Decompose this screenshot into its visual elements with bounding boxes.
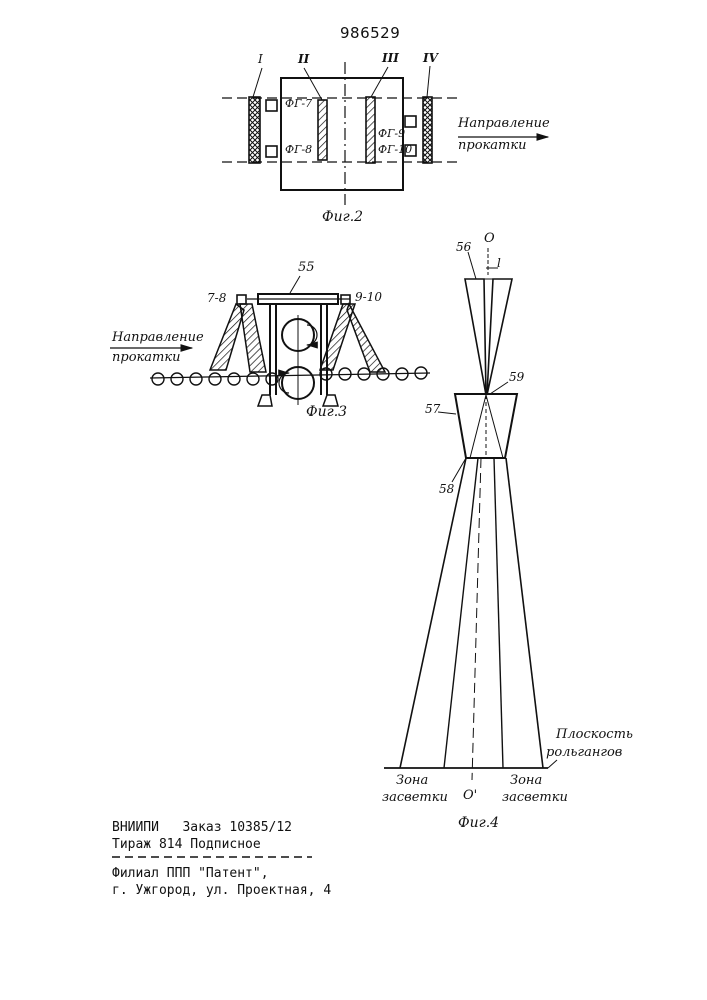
roll-IV: [423, 97, 432, 163]
fig2-detector-label: ФГ-8: [285, 143, 312, 156]
fig3-direction-label-line2: прокатки: [112, 350, 181, 365]
fig3-label-55: 55: [298, 260, 315, 275]
fig2-roll-label-I: I: [258, 52, 263, 66]
fig3-label-9-10: 9-10: [355, 290, 382, 304]
fig4-zone-left-line2: засветки: [382, 790, 448, 805]
fig4-caption: Фиг.4: [458, 815, 499, 831]
roll-II: [318, 100, 327, 160]
fig4-label-58: 58: [439, 482, 454, 496]
fig2-detector-label: ФГ-9: [378, 127, 405, 140]
footer-line-3: Филиал ППП "Патент",: [112, 866, 269, 881]
fig4-label-O: O: [484, 231, 495, 246]
fig3-caption: Фиг.3: [306, 404, 347, 420]
detector-square: [405, 116, 416, 127]
fig4-label-l: l: [497, 256, 501, 270]
footer-line-2: Тираж 814 Подписное: [112, 837, 261, 852]
detector-square: [266, 146, 277, 157]
fig4-label-O-prime: O': [463, 788, 477, 803]
fig3-direction-label-line1: Направление: [112, 330, 204, 345]
fig4-zone-left-line1: Зона: [396, 773, 428, 788]
fig2-roll-label-II: II: [298, 52, 309, 66]
fig2-caption: Фиг.2: [322, 209, 363, 225]
fig4-plane-label-line1: Плоскость: [556, 727, 633, 742]
fig4-label-57: 57: [425, 402, 440, 416]
fig4-label-59: 59: [509, 370, 524, 384]
fig4-zone-right-line1: Зона: [510, 773, 542, 788]
fig2-detector-label: ФГ-10: [378, 143, 412, 156]
fig2-roll-label-III: III: [382, 51, 399, 65]
fig4-zone-right-line2: засветки: [502, 790, 568, 805]
footer-line-4: г. Ужгород, ул. Проектная, 4: [112, 883, 331, 898]
sensor-square-left: [237, 295, 246, 304]
fig4-drawing: [384, 248, 557, 780]
fig2-roll-label-IV: IV: [423, 51, 438, 65]
detector-square: [266, 100, 277, 111]
fig4-label-56: 56: [456, 240, 471, 254]
fig2-direction-label-line2: прокатки: [458, 138, 527, 153]
footer-line-1: ВНИИПИ Заказ 10385/12: [112, 820, 292, 835]
fig3-label-7-8: 7-8: [207, 291, 226, 305]
fig2-detector-label: ФГ-7: [285, 97, 312, 110]
roll-III: [366, 97, 375, 163]
roll-I: [249, 97, 260, 163]
fig2-direction-label-line1: Направление: [458, 116, 550, 131]
fig4-plane-label-line2: рольгангов: [546, 745, 622, 760]
